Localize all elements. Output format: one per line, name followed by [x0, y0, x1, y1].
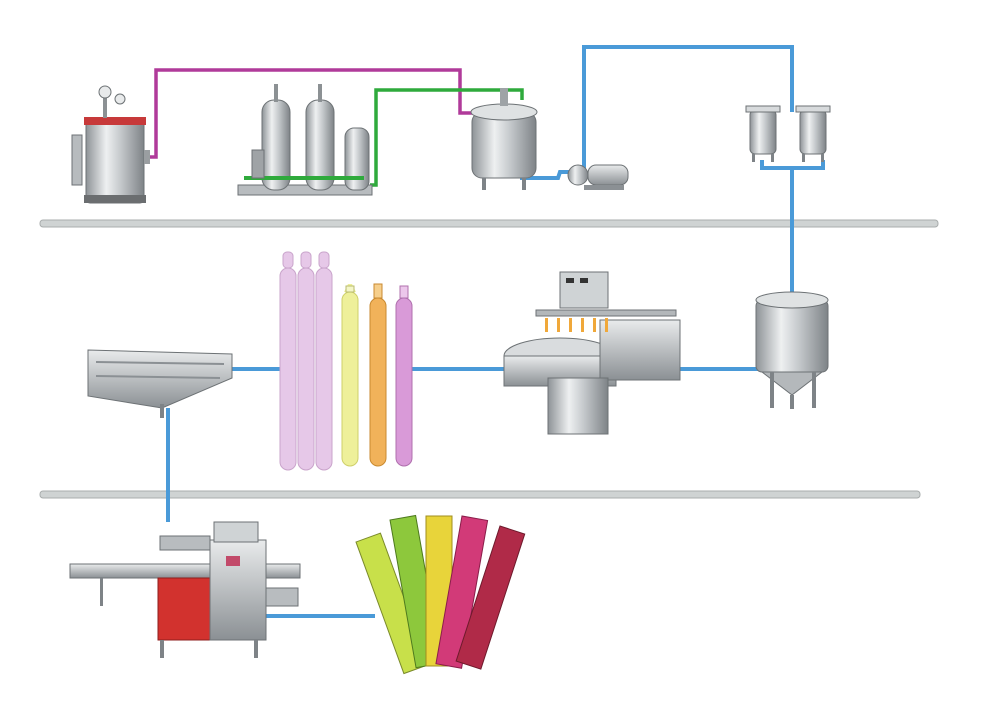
- row-divider-top: [39, 219, 939, 228]
- pop-orange: [369, 283, 387, 467]
- package-pink: [435, 515, 489, 669]
- pop-purple: [395, 285, 413, 467]
- filling-sealing-machine: [503, 271, 681, 435]
- mixing-tank: [470, 88, 538, 190]
- filled-tube-strips: [279, 251, 333, 471]
- steam-boiler: [71, 85, 150, 204]
- cooling-tank: [755, 291, 829, 409]
- steam-pipe: [148, 68, 472, 159]
- transfer-pump: [567, 164, 629, 190]
- package-crimson: [455, 525, 526, 670]
- cooling-trough: [87, 349, 233, 418]
- twin-filters: [745, 105, 831, 162]
- row-divider-bottom: [39, 490, 921, 499]
- water-treatment-filters: [237, 84, 373, 196]
- flow-wrap-packing-machine: [69, 521, 301, 658]
- packaged-ice-pops: [355, 514, 526, 675]
- water-pipe: [370, 88, 524, 187]
- colored-ice-pops: [341, 283, 413, 467]
- pop-yellow: [341, 284, 359, 467]
